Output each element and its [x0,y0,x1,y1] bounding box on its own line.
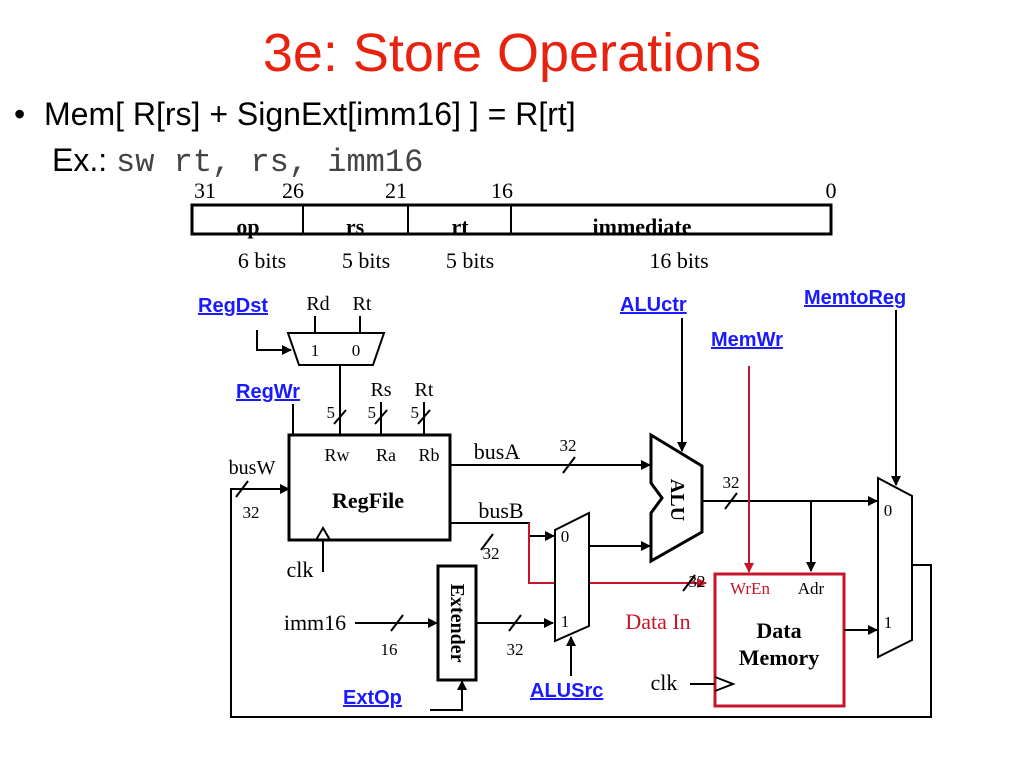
control-aluctr: ALUctr [620,294,687,316]
regdst-input-rt: Rt [353,293,372,315]
busa-label: busA [474,439,521,464]
memtoreg-mux-shape [877,476,913,659]
control-memwr: MemWr [711,329,783,351]
field-rt-bits: 5 bits [446,248,494,273]
instruction-format: 31 26 21 16 0 op rs rt immediate 6 bits … [190,178,837,273]
bullet-rtl: • Mem[ R[rs] + SignExt[imm16] ] = R[rt] [14,96,576,133]
regdst-input-rd: Rd [306,293,329,315]
control-alusrc: ALUSrc [530,680,603,702]
busa-width: 32 [560,436,577,455]
regfile-clk: clk [287,557,314,582]
bullet-dot: • [14,96,26,132]
width-rt: 5 [411,403,420,422]
memory-data-in: Data In [625,609,690,634]
width-slash [724,492,738,510]
regfile-port-rb: Rb [418,445,439,465]
width-slash [682,574,696,592]
field-rt: rt [451,214,469,239]
field-op: op [236,214,259,239]
bit-pos-0: 0 [826,178,837,203]
memory-name-line1: Data [756,618,801,643]
imm16-width: 16 [381,640,398,659]
width-slash [390,614,404,632]
busb-to-mux-wire [450,522,555,541]
register-input-rs: Rs [370,379,391,401]
alusrc-mux: 0 1 [554,511,651,676]
imm16-input-label: imm16 [284,610,346,635]
memory-adr: Adr [798,579,825,598]
control-extop: ExtOp [343,687,402,709]
field-immediate-bits: 16 bits [649,248,708,273]
example-code: sw rt, rs, imm16 [116,144,424,181]
regdst-sel-0: 0 [352,341,361,360]
memtoreg-sel-1: 1 [884,613,893,632]
busb-width: 32 [483,544,500,563]
field-immediate: immediate [593,214,692,239]
width-slash [374,409,388,425]
width-slash [508,614,522,632]
alu-name: ALU [666,479,688,521]
regfile: Rw Ra Rb RegFile clk [287,433,452,582]
regfile-clk-triangle [315,526,331,541]
width-rw: 5 [327,403,336,422]
bit-pos-31: 31 [194,178,216,203]
regfile-name: RegFile [332,488,404,513]
field-rs-bits: 5 bits [342,248,390,273]
regdst-sel-1: 1 [311,341,320,360]
busw-feedback-wire [230,484,932,718]
width-rs: 5 [368,403,377,422]
memory-clk: clk [651,670,678,695]
bullet-rtl-text: Mem[ R[rs] + SignExt[imm16] ] = R[rt] [44,96,576,132]
example-line: Ex.: sw rt, rs, imm16 [52,142,423,181]
extender-name: Extender [446,584,468,663]
control-regdst: RegDst [198,295,268,317]
alusrc-sel-1: 1 [561,612,570,631]
bit-pos-16: 16 [491,178,513,203]
bit-pos-21: 21 [385,178,407,203]
memory-wren: WrEn [730,579,770,598]
busw-width: 32 [243,503,260,522]
busb-label: busB [478,498,523,523]
width-slash [417,409,431,425]
width-slash [480,533,494,551]
control-memtoreg: MemtoReg [804,287,906,309]
regdst-mux-shape [286,332,386,366]
busb-to-datain-wire [528,523,707,588]
example-label: Ex.: [52,142,108,178]
field-rs: rs [346,214,365,239]
regdst-mux: Rd Rt 1 0 [256,293,386,435]
memory-data-in-width: 32 [689,572,706,591]
busw-label: busW [229,457,276,479]
bit-pos-26: 26 [282,178,304,203]
extop-control-wire [430,680,467,711]
extender-box [436,564,478,682]
regfile-port-rw: Rw [324,445,349,465]
regfile-port-ra: Ra [376,445,396,465]
width-slash [562,456,576,474]
alusrc-mux-shape [554,511,590,643]
alu-shape [649,432,704,564]
alusrc-sel-0: 0 [561,527,570,546]
extender: Extender imm16 16 32 [284,564,554,711]
alu: ALU 32 [649,318,878,572]
control-regwr: RegWr [236,381,300,403]
memory-clk-triangle [714,676,736,692]
data-memory: WrEn Adr Data Memory Data In 32 clk [625,366,878,708]
extender-out-width: 32 [507,640,524,659]
slide-title: 3e: Store Operations [262,23,762,83]
register-input-rt: Rt [415,379,434,401]
width-slash [333,409,347,425]
field-op-bits: 6 bits [238,248,286,273]
memory-name-line2: Memory [739,645,820,670]
memtoreg-mux: 0 1 [877,310,913,659]
alu-out-width: 32 [723,473,740,492]
memtoreg-sel-0: 0 [884,501,893,520]
regdst-control-wire [256,330,292,355]
data-memory-box [713,572,846,708]
